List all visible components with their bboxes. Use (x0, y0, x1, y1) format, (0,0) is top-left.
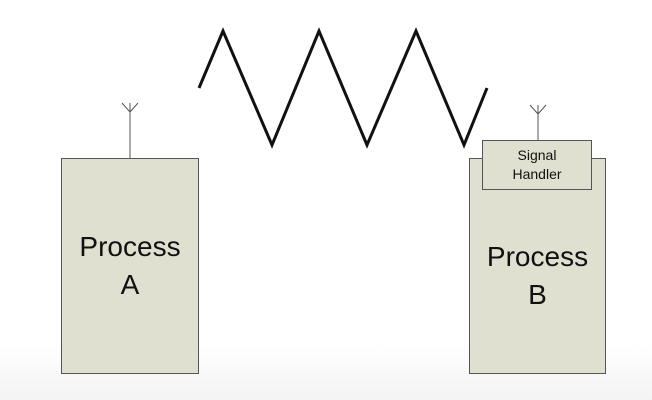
process-b-box: Process B (469, 158, 606, 374)
signal-handler-box: Signal Handler (482, 140, 592, 190)
signal-zigzag-line (197, 27, 489, 149)
antenna-a-icon (121, 102, 139, 158)
process-a-box: Process A (61, 158, 199, 374)
signal-handler-label: Signal Handler (512, 147, 562, 182)
process-a-label: Process A (79, 231, 181, 300)
antenna-b-icon (529, 104, 547, 140)
process-b-label: Process B (486, 241, 589, 310)
